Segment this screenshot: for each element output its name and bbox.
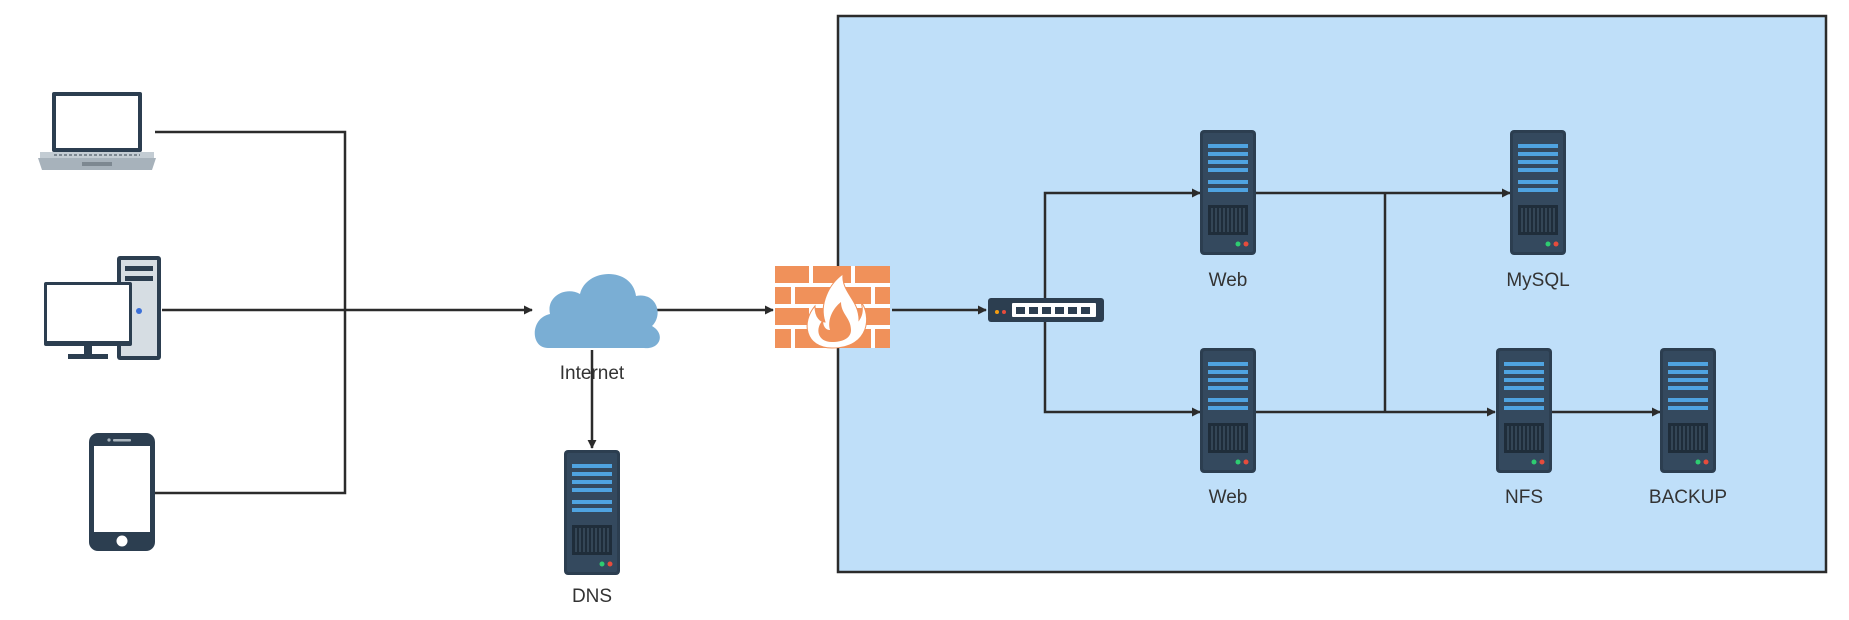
- smartphone-icon: [89, 433, 155, 551]
- internet-label: Internet: [560, 363, 625, 384]
- switch-to-web-bottom: [1043, 322, 1201, 417]
- dns-server-icon: [563, 449, 621, 576]
- cloud-icon: [534, 274, 660, 349]
- phone-link: [155, 310, 347, 495]
- web-bottom-label: Web: [1209, 487, 1248, 508]
- nfs-label: NFS: [1505, 487, 1543, 508]
- switch-to-web-top: [1043, 188, 1201, 300]
- network-switch-icon: [988, 298, 1104, 322]
- nfs-server-icon: [1495, 347, 1553, 474]
- firewall-icon: [775, 266, 890, 349]
- backup-label: BACKUP: [1649, 487, 1727, 508]
- mysql-label: MySQL: [1506, 270, 1569, 291]
- dns-label: DNS: [572, 586, 612, 607]
- laptop-link: [155, 130, 347, 310]
- desktop-icon: [44, 256, 161, 360]
- mysql-server-icon: [1509, 129, 1567, 256]
- web-server-top-icon: [1199, 129, 1257, 256]
- internal-network-zone: [836, 14, 1828, 574]
- web-top-label: Web: [1209, 270, 1248, 291]
- backup-server-icon: [1659, 347, 1717, 474]
- connectors: [155, 130, 1661, 495]
- web-server-bottom-icon: [1199, 347, 1257, 474]
- laptop-icon: [38, 92, 156, 170]
